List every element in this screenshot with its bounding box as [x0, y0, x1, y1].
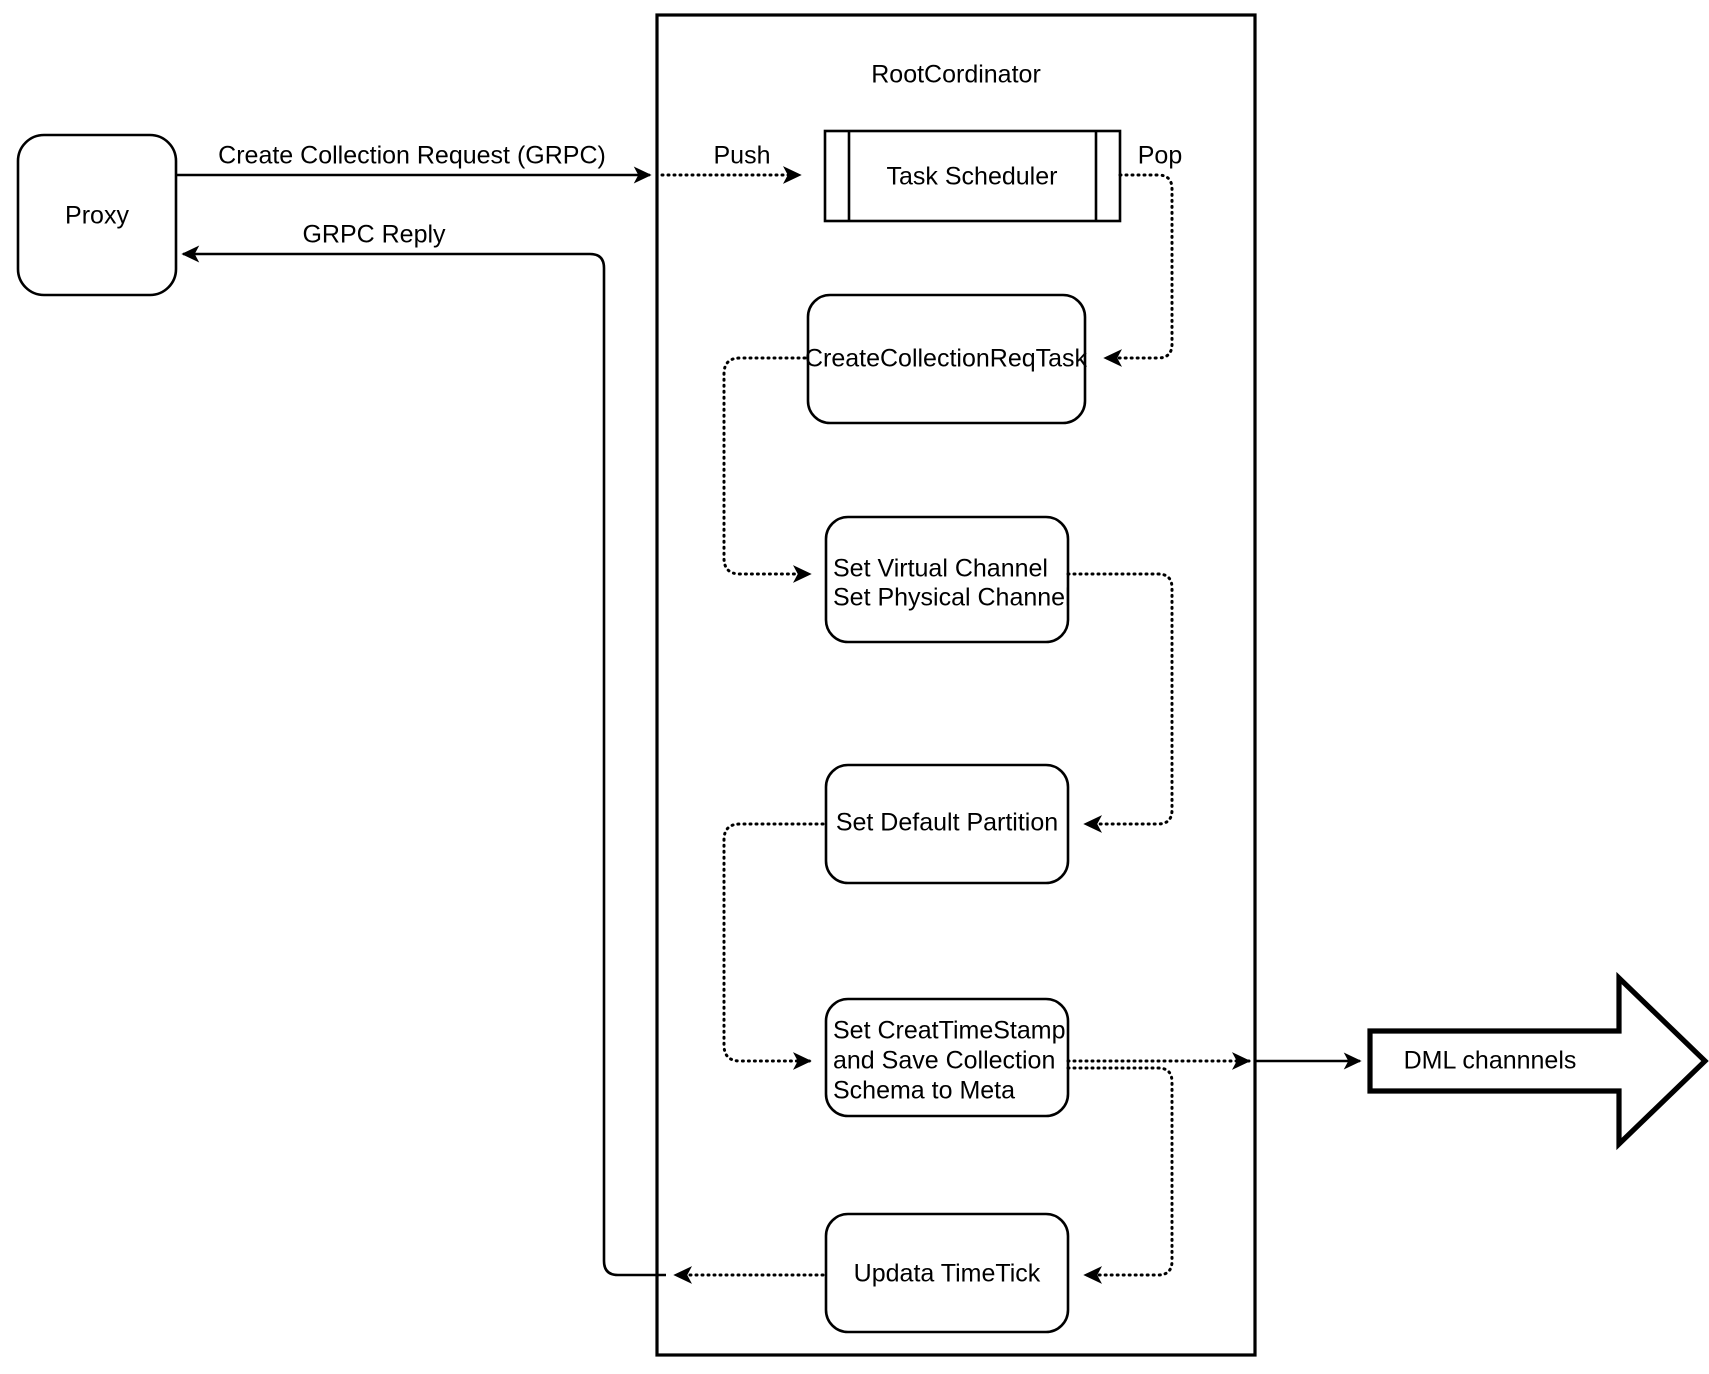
edge-create-collection-request[interactable]: Create Collection Request (GRPC): [177, 142, 652, 184]
dml-channels-label: DML channnels: [1404, 1047, 1577, 1075]
update-timetick-label: Updata TimeTick: [854, 1260, 1041, 1288]
edge-label-push: Push: [714, 142, 771, 170]
set-default-partition-label: Set Default Partition: [836, 809, 1058, 837]
node-root-coordinator[interactable]: RootCordinator: [655, 13, 1257, 1357]
edge-timestamp-to-timetick[interactable]: [1066, 1066, 1174, 1284]
node-set-default-partition[interactable]: Set Default Partition: [824, 763, 1070, 885]
node-update-timetick[interactable]: Updata TimeTick: [824, 1212, 1070, 1334]
edge-label-grpc-reply: GRPC Reply: [302, 221, 446, 249]
set-create-timestamp-line1: Set CreatTimeStamp: [833, 1017, 1065, 1045]
node-set-channels[interactable]: Set Virtual Channel Set Physical Channel: [824, 515, 1071, 644]
edge-pop[interactable]: Pop: [1103, 142, 1182, 367]
node-set-create-timestamp[interactable]: Set CreatTimeStamp and Save Collection S…: [824, 997, 1070, 1118]
proxy-label: Proxy: [65, 202, 129, 230]
edge-channels-to-partition[interactable]: [1066, 572, 1174, 833]
create-collection-req-task-label: CreateCollectionReqTask: [805, 345, 1088, 373]
node-dml-channels[interactable]: DML channnels: [1367, 971, 1709, 1151]
edge-label-create-collection-request: Create Collection Request (GRPC): [218, 142, 606, 170]
edge-grpc-reply[interactable]: GRPC Reply: [181, 221, 825, 1284]
edge-push[interactable]: Push: [660, 142, 802, 184]
set-create-timestamp-line2: and Save Collection: [833, 1047, 1055, 1075]
edge-partition-to-timestamp[interactable]: [722, 822, 825, 1070]
node-proxy[interactable]: Proxy: [16, 133, 178, 297]
edge-task-to-channels[interactable]: [722, 356, 812, 583]
task-scheduler-label: Task Scheduler: [887, 163, 1058, 191]
set-channels-line2: Set Physical Channel: [833, 584, 1071, 612]
set-channels-line1: Set Virtual Channel: [833, 555, 1048, 583]
node-create-collection-req-task[interactable]: CreateCollectionReqTask: [805, 293, 1088, 425]
root-coordinator-label: RootCordinator: [871, 61, 1041, 89]
set-create-timestamp-line3: Schema to Meta: [833, 1077, 1015, 1105]
edge-label-pop: Pop: [1138, 142, 1182, 170]
